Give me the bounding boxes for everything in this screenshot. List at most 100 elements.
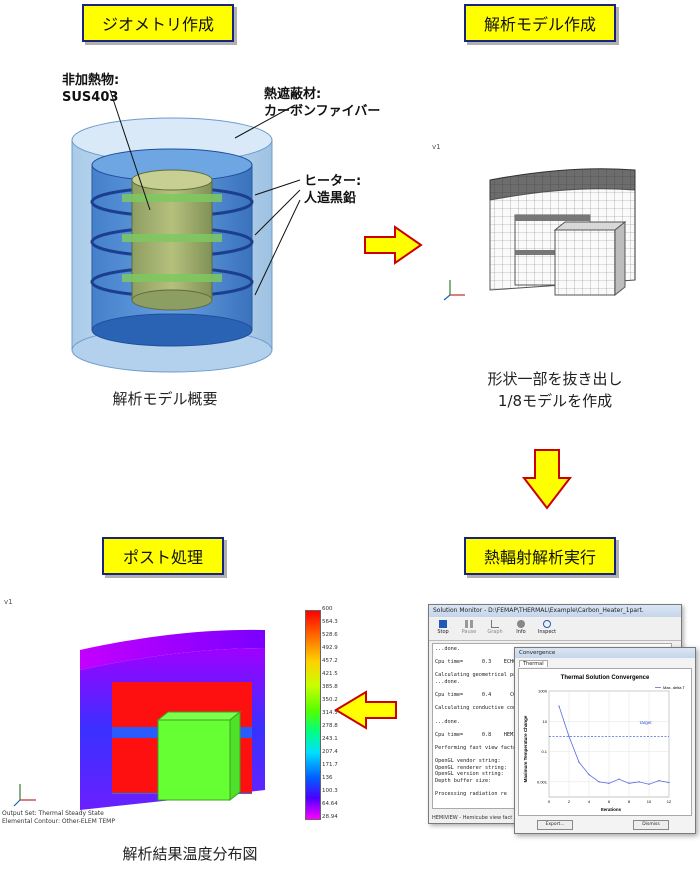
- legend-value: 600: [322, 606, 333, 612]
- series-point: [598, 781, 600, 783]
- inspect-button[interactable]: Inspect: [537, 619, 557, 638]
- stop-button[interactable]: Stop: [433, 619, 453, 638]
- legend-value: 243.1: [322, 736, 338, 742]
- legend-value: 385.8: [322, 684, 338, 690]
- chart-title: Thermal Solution Convergence: [561, 675, 650, 681]
- x-tick-label: 12: [667, 799, 672, 804]
- x-tick-label: 0: [548, 799, 551, 804]
- arrow-down: [521, 449, 573, 510]
- convergence-chart: Thermal Solution Convergence Maximum Tem…: [523, 675, 685, 812]
- legend-value: 564.3: [322, 619, 338, 625]
- temperature-contour-illustration: [80, 629, 265, 810]
- series-point: [578, 761, 580, 763]
- step-solve-label: 熱輻射解析実行: [464, 537, 616, 575]
- y-tick-label: 0.1: [541, 749, 547, 754]
- x-tick-label: 4: [588, 799, 591, 804]
- graph-button[interactable]: Graph: [485, 619, 505, 638]
- info-button-label: Info: [516, 629, 526, 635]
- inspect-icon: [543, 620, 551, 628]
- x-tick-label: 10: [647, 799, 652, 804]
- cylinder-model-illustration: [71, 89, 301, 373]
- series-point: [668, 781, 670, 784]
- annotation-heat-shield: 熱遮蔽材: カーボンファイバー: [264, 87, 381, 119]
- pause-button-label: Pause: [461, 629, 477, 635]
- graph-button-label: Graph: [487, 629, 503, 635]
- convergence-title: Convergence: [519, 650, 556, 656]
- stop-icon: [439, 620, 447, 628]
- legend-value: 171.7: [322, 762, 338, 768]
- axis-triad: [13, 784, 36, 807]
- legend-value: 64.64: [322, 801, 338, 807]
- arrow-right-1: [364, 225, 423, 265]
- pause-icon: [465, 620, 473, 628]
- series-line: [558, 706, 670, 785]
- caption-result: 解析結果温度分布図: [122, 845, 258, 863]
- x-tick-label: 2: [568, 799, 571, 804]
- y-tick-label: 1000: [538, 689, 548, 694]
- mesh-view-tag: v1: [432, 143, 441, 151]
- caption-cut-model: 形状一部を抜き出し 1/8モデルを作成: [487, 370, 623, 410]
- annotation-unheated-object: 非加熱物: SUS403: [62, 73, 120, 105]
- inspect-button-label: Inspect: [537, 629, 557, 635]
- tab-thermal[interactable]: Thermal: [519, 660, 548, 667]
- legend-value: 350.2: [322, 697, 338, 703]
- x-tick-label: 8: [628, 799, 631, 804]
- legend-value: 457.2: [322, 658, 338, 664]
- legend-value: 136: [322, 775, 333, 781]
- temperature-legend: [305, 610, 321, 820]
- step-geometry-label: ジオメトリ作成: [82, 4, 234, 42]
- chart-ylabel: Maximum Temperature Change: [523, 715, 528, 782]
- log-line: ...done.: [435, 718, 460, 725]
- dismiss-button[interactable]: Dismiss: [633, 820, 669, 830]
- series-point: [608, 782, 610, 785]
- log-line: ...done.: [435, 646, 460, 652]
- legend-value: 528.6: [322, 632, 338, 638]
- series-point: [628, 782, 630, 785]
- chart-xlabel: Iterations: [601, 807, 622, 812]
- legend-value: 278.8: [322, 723, 338, 729]
- series-point: [658, 779, 660, 782]
- info-button[interactable]: Info: [511, 619, 531, 638]
- result-footer-2: Elemental Contour: Other-ELEM TEMP: [2, 818, 115, 825]
- log-line: OpenGL version string:: [435, 771, 504, 778]
- result-footer-1: Output Set: Thermal Steady State: [2, 810, 104, 817]
- legend-value: 28.94: [322, 814, 338, 820]
- series-point: [638, 781, 640, 783]
- log-line: Processing radiation re: [435, 791, 507, 798]
- y-tick-label: 0.001: [537, 779, 548, 784]
- result-view-tag: v1: [4, 598, 13, 606]
- chart-legend: Max. delta T: [663, 685, 685, 690]
- graph-icon: [491, 620, 499, 628]
- step-model-label: 解析モデル作成: [464, 4, 616, 42]
- chart-target-label: Target: [639, 720, 652, 725]
- x-tick-label: 6: [608, 799, 611, 804]
- convergence-titlebar[interactable]: Convergence: [515, 648, 695, 658]
- solution-monitor-title: Solution Monitor - D:\FEMAP\THERMAL\Exam…: [433, 607, 644, 614]
- solution-monitor-titlebar[interactable]: Solution Monitor - D:\FEMAP\THERMAL\Exam…: [429, 605, 681, 617]
- arrow-left: [334, 690, 397, 730]
- series-point: [558, 705, 560, 707]
- export-button[interactable]: Export...: [537, 820, 573, 830]
- log-line: OpenGL vendor string:: [435, 758, 501, 765]
- series-point: [588, 773, 590, 776]
- log-line: Performing fast view facto: [435, 744, 517, 751]
- log-line: Cpu time= 0.8 HEMIVI: [435, 731, 523, 738]
- info-icon: [517, 620, 525, 628]
- log-line: ...done.: [435, 678, 460, 685]
- series-point: [618, 778, 620, 780]
- step-post-label: ポスト処理: [102, 537, 224, 575]
- mesh-model-illustration: [443, 168, 636, 301]
- pause-button[interactable]: Pause: [459, 619, 479, 638]
- log-line: Depth buffer size:: [435, 777, 492, 784]
- series-point: [568, 735, 570, 738]
- convergence-plot-panel: Thermal Solution Convergence Maximum Tem…: [518, 668, 692, 816]
- legend-value: 492.9: [322, 645, 338, 651]
- stop-button-label: Stop: [437, 629, 449, 635]
- log-line: OpenGL renderer string:: [435, 764, 507, 771]
- legend-value: 207.4: [322, 749, 338, 755]
- convergence-window[interactable]: Convergence Thermal Thermal Solution Con…: [514, 647, 696, 834]
- log-line: Calculating conductive con: [435, 705, 517, 712]
- legend-value: 421.5: [322, 671, 338, 677]
- solution-monitor-toolbar: Stop Pause Graph Info Inspect: [429, 617, 681, 641]
- caption-model-overview: 解析モデル概要: [112, 390, 218, 408]
